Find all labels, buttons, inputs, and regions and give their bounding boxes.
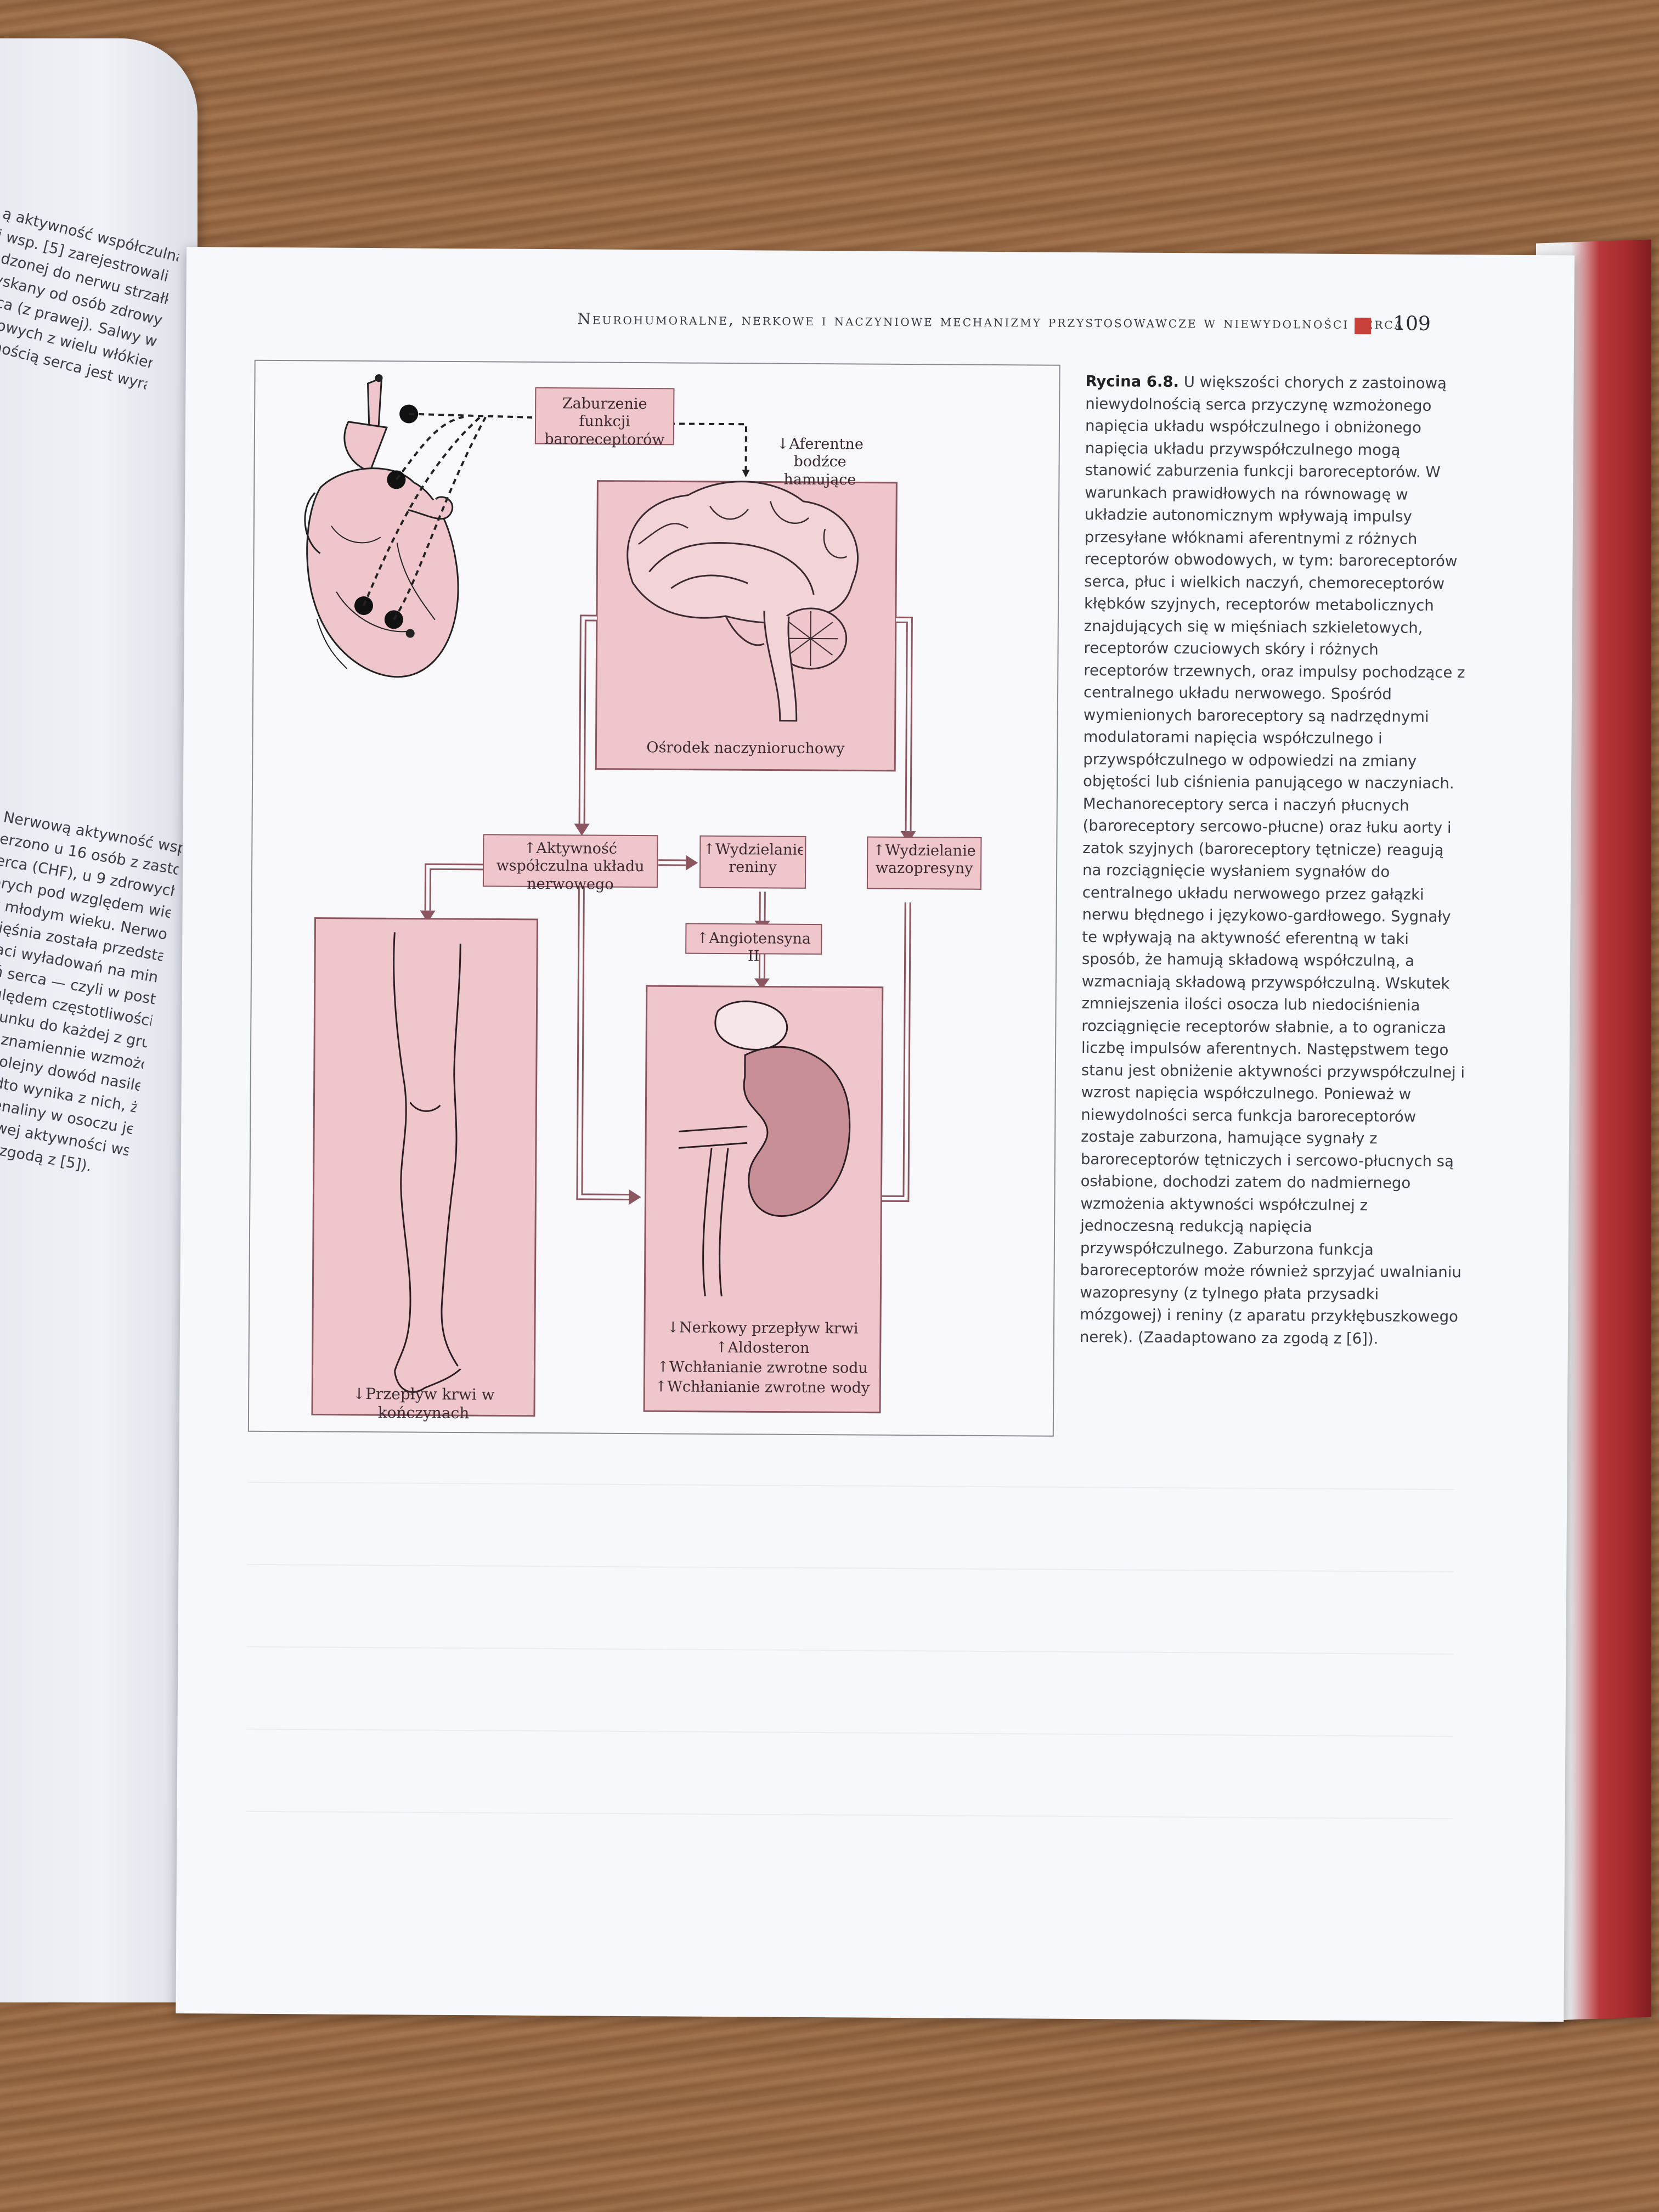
left-page-top-text: ą aktywność współczulną u ludzi i wsp. [… xyxy=(0,203,181,396)
brain-illustration xyxy=(627,481,859,722)
baroreceptor-dysfunction-box: Zaburzenie funkcji baroreceptorów xyxy=(534,387,675,448)
kidney-effect: ↑Wchłanianie zwrotne sodu xyxy=(657,1358,868,1377)
caption-text: U większości chorych z zastoinową niewyd… xyxy=(1079,373,1465,1347)
angiotensin-box: ↑Angiotensyna II xyxy=(685,923,822,965)
kidney-effect: ↓Nerkowy przepływ krwi xyxy=(667,1319,859,1338)
left-page: ą aktywność współczulną u ludzi i wsp. [… xyxy=(0,38,198,2002)
kidney-effect: ↑Wchłanianie zwrotne wody xyxy=(654,1378,870,1397)
vasopressin-secretion-box: ↑Wydzielanie wazopresyny xyxy=(866,836,982,890)
leg-illustration xyxy=(393,932,461,1393)
afferent-dotted-lines xyxy=(363,413,750,620)
renin-secretion-box: ↑Wydzielanie reniny xyxy=(699,835,806,889)
kidney-effect: ↑Aldosteron xyxy=(715,1339,810,1357)
figure-caption: Rycina 6.8. U większości chorych z zasto… xyxy=(1080,370,1470,1350)
figure-diagram xyxy=(304,374,916,1417)
show-through-line xyxy=(246,1728,1453,1737)
angiotensin-label: ↑Angiotensyna II xyxy=(696,929,811,965)
right-page: Neurohumoralne, nerkowe i naczyniowe mec… xyxy=(176,247,1575,2022)
renin-secretion-label: ↑Wydzielanie reniny xyxy=(703,840,803,876)
leg-panel xyxy=(311,917,539,1417)
baroreceptor-dysfunction-label: Zaburzenie funkcji baroreceptorów xyxy=(544,395,665,449)
sympathetic-activity-box: ↑Aktywność współczulna układu nerwowego xyxy=(482,834,658,893)
show-through-line xyxy=(246,1646,1454,1655)
left-page-caption-text: Nerwową aktywność współczulną erzono u 1… xyxy=(0,806,184,1184)
sympathetic-activity-label: ↑Aktywność współczulna układu nerwowego xyxy=(496,839,645,893)
kidney-illustration xyxy=(678,1000,851,1297)
show-through-line xyxy=(247,1564,1454,1573)
vasopressin-secretion-label: ↑Wydzielanie wazopresyny xyxy=(872,842,976,878)
afferent-inhibitory-label: ↓Aferentne bodźce hamujące xyxy=(776,435,864,489)
kidney-effects-list: ↓Nerkowy przepływ krwi ↑Aldosteron ↑Wchł… xyxy=(645,1318,879,1398)
running-head: Neurohumoralne, nerkowe i naczyniowe mec… xyxy=(577,309,1404,333)
vasomotor-center-label: Ośrodek naczynioruchowy xyxy=(646,739,845,758)
caption-title: Rycina 6.8. xyxy=(1085,373,1180,391)
baroreceptor-dot xyxy=(399,404,419,424)
heart-illustration xyxy=(304,374,459,678)
show-through-line xyxy=(247,1481,1455,1491)
page-number: 109 xyxy=(1393,312,1431,335)
limb-blood-flow-label: ↓Przepływ krwi w kończynach xyxy=(352,1384,495,1422)
accent-square xyxy=(1355,318,1372,335)
outline-arrows-inner xyxy=(426,616,911,1201)
figure-6-8: Zaburzenie funkcji baroreceptorów ↓Afere… xyxy=(247,359,1060,1437)
show-through-line xyxy=(245,1810,1453,1820)
